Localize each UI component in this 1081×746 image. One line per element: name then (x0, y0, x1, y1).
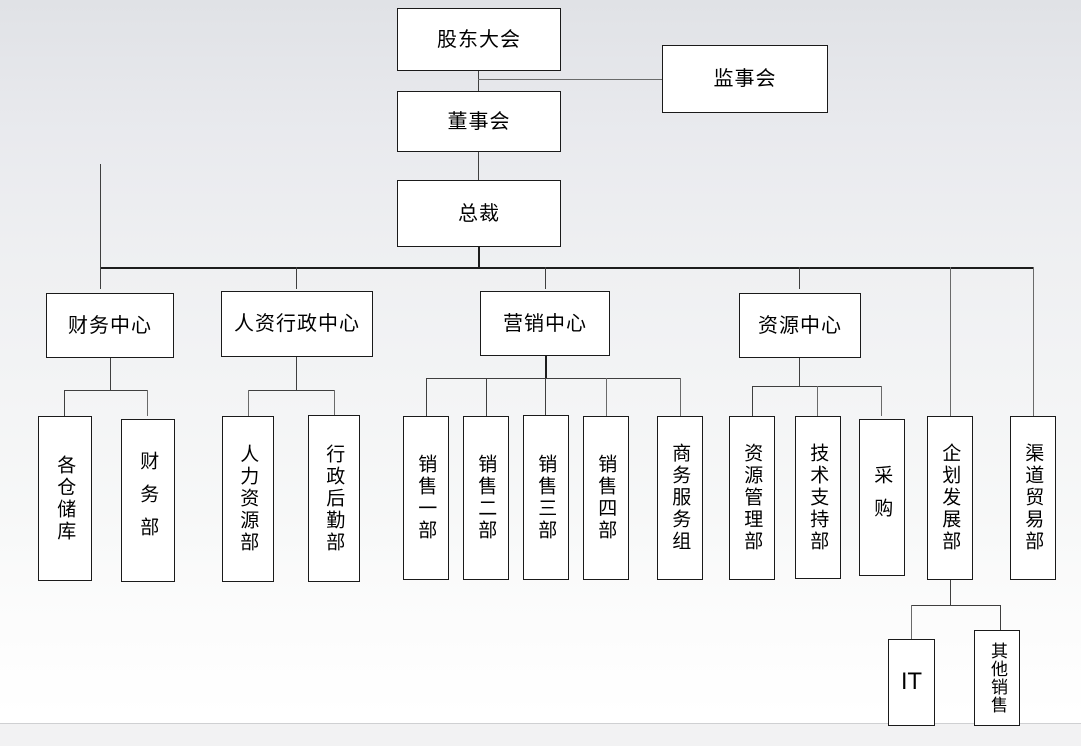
connector-hr-bus-to-hr-dept (248, 390, 249, 416)
node-label: 股东大会 (437, 26, 521, 51)
node-label: 资源中心 (758, 312, 842, 337)
node-label: 营销中心 (503, 310, 587, 335)
connector-bus-to-marketing-center (545, 267, 546, 289)
connector-bus-to-channel-trade (1033, 267, 1034, 416)
node-label: 其他销售 (987, 642, 1008, 714)
node-shareholders-meeting[interactable]: 股东大会 (397, 8, 561, 71)
node-label: 财务中心 (68, 312, 152, 337)
node-label: 人资行政中心 (234, 311, 360, 336)
connector-resource-bus (752, 386, 881, 387)
node-label: 总裁 (458, 200, 500, 225)
node-board-of-supervisors[interactable]: 监事会 (662, 45, 828, 113)
connector-resource-center-down (799, 358, 800, 386)
node-sales-dept-4[interactable]: 销售四部 (583, 416, 629, 580)
connector-marketing-bus-to-sales1 (426, 378, 427, 416)
connector-resource-bus-to-resource-mgmt (752, 386, 753, 416)
node-label: 人力资源部 (237, 444, 260, 554)
node-hr-admin-center[interactable]: 人资行政中心 (221, 291, 373, 357)
node-label: 监事会 (713, 66, 777, 91)
node-admin-logistics-dept[interactable]: 行政后勤部 (308, 415, 360, 582)
node-it[interactable]: IT (888, 639, 935, 726)
connector-marketing-bus-to-sales2 (486, 378, 487, 416)
node-board-of-directors[interactable]: 董事会 (397, 91, 561, 152)
node-planning-dev-dept[interactable]: 企划发展部 (927, 416, 973, 580)
node-sales-dept-2[interactable]: 销售二部 (463, 416, 509, 580)
node-label: 财务部 (137, 451, 160, 550)
node-label: 行政后勤部 (323, 443, 346, 554)
node-finance-center[interactable]: 财务中心 (46, 293, 174, 358)
connector-bus-to-finance-center (100, 164, 101, 289)
node-label: 各仓储库 (54, 454, 77, 543)
connector-planning-dev-down (950, 580, 951, 605)
connector-shareholders-to-supervisors (478, 79, 662, 80)
node-label: 采购 (871, 464, 894, 531)
connector-hr-bus (248, 390, 334, 391)
connector-marketing-bus-to-sales3 (545, 378, 546, 416)
connector-bus-to-hr-center (296, 267, 297, 289)
connector-resource-bus-to-tech-support (817, 386, 818, 416)
node-resource-center[interactable]: 资源中心 (739, 293, 861, 358)
node-procurement[interactable]: 采购 (859, 419, 905, 576)
connector-bus-to-resource-center (799, 267, 800, 289)
connector-planning-bus-to-other-sales (1000, 605, 1001, 630)
node-sales-dept-3[interactable]: 销售三部 (523, 415, 569, 580)
node-label: 商务服务组 (669, 443, 692, 553)
node-label: 渠道贸易部 (1022, 443, 1045, 553)
node-label: IT (901, 669, 922, 695)
connector-finance-bus-to-warehouses (64, 390, 65, 416)
connector-shareholders-to-board (478, 71, 479, 91)
connector-resource-bus-to-procurement (881, 386, 882, 416)
connector-marketing-bus-to-sales4 (606, 378, 607, 416)
node-label: 销售四部 (595, 454, 618, 542)
node-president[interactable]: 总裁 (397, 180, 561, 247)
connector-marketing-center-down (545, 356, 547, 378)
node-business-service-group[interactable]: 商务服务组 (657, 416, 703, 580)
node-label: 销售二部 (475, 454, 498, 542)
connector-hr-bus-to-admin-dept (334, 390, 335, 416)
node-label: 企划发展部 (939, 443, 962, 553)
footer-divider (0, 723, 1081, 724)
node-label: 资源管理部 (741, 443, 764, 553)
connector-planning-bus-to-it (911, 605, 912, 639)
node-tech-support-dept[interactable]: 技术支持部 (795, 416, 841, 579)
node-sales-dept-1[interactable]: 销售一部 (403, 416, 449, 580)
connector-finance-bus-to-finance-dept (147, 390, 148, 416)
node-label: 销售三部 (535, 453, 558, 542)
connector-main-bus (100, 267, 1034, 269)
connector-board-to-president (478, 152, 479, 180)
footer-band (0, 724, 1081, 746)
connector-hr-center-down (296, 357, 297, 390)
node-label: 销售一部 (415, 454, 438, 542)
connector-bus-to-planning-dev (950, 267, 951, 416)
node-other-sales[interactable]: 其他销售 (974, 630, 1020, 726)
node-label: 技术支持部 (807, 442, 830, 553)
node-finance-dept[interactable]: 财务部 (121, 419, 175, 582)
node-channel-trade-dept[interactable]: 渠道贸易部 (1010, 416, 1056, 580)
connector-marketing-bus (426, 378, 680, 379)
connector-finance-center-down (110, 358, 111, 390)
node-hr-dept[interactable]: 人力资源部 (222, 416, 274, 582)
node-marketing-center[interactable]: 营销中心 (480, 291, 610, 356)
node-warehouses[interactable]: 各仓储库 (38, 416, 92, 581)
connector-president-down (478, 247, 480, 268)
node-label: 董事会 (447, 108, 511, 133)
connector-marketing-bus-to-business-service (680, 378, 681, 416)
connector-planning-dev-bus (911, 605, 1000, 606)
node-resource-mgmt-dept[interactable]: 资源管理部 (729, 416, 775, 580)
connector-finance-bus (64, 390, 147, 391)
